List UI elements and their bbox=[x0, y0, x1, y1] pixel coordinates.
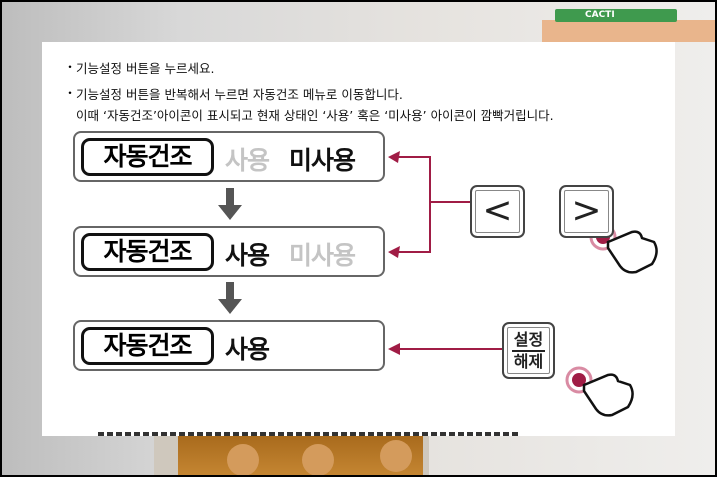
down-arrow-icon bbox=[218, 188, 242, 220]
book: CACTI bbox=[555, 9, 677, 22]
auto-dry-label: 자동건조 bbox=[81, 327, 214, 365]
pillow-pom bbox=[302, 444, 334, 475]
auto-dry-label: 자동건조 bbox=[81, 233, 214, 271]
auto-dry-label: 자동건조 bbox=[81, 138, 214, 176]
option-unused: 미사용 bbox=[289, 146, 356, 175]
connector-arrows bbox=[388, 151, 658, 417]
instruction-line-3: 이때 ‘자동건조’아이콘이 표시되고 현재 상태인 ‘사용’ 혹은 ‘미사용’ … bbox=[76, 108, 554, 123]
instruction-line-2: 기능설정 버튼을 반복해서 누르면 자동건조 메뉴로 이동합니다. bbox=[76, 87, 403, 102]
cropped-text-line bbox=[98, 432, 518, 436]
book-label: CACTI bbox=[585, 10, 615, 20]
option-use: 사용 bbox=[225, 146, 270, 175]
pillow-pom bbox=[380, 440, 412, 472]
option-unused: 미사용 bbox=[289, 241, 356, 270]
pointing-hand-icon bbox=[565, 366, 634, 417]
right-chevron-icon: > bbox=[571, 190, 602, 231]
right-button[interactable]: > bbox=[559, 185, 614, 238]
left-chevron-icon: < bbox=[482, 190, 513, 231]
state-box-unused: 자동건조 사용 미사용 bbox=[73, 131, 385, 182]
instruction-line-1: 기능설정 버튼을 누르세요. bbox=[76, 61, 215, 76]
bullet: ・ bbox=[64, 86, 77, 100]
bullet: ・ bbox=[64, 60, 77, 74]
manual-panel: ・ 기능설정 버튼을 누르세요. ・ 기능설정 버튼을 반복해서 누르면 자동건… bbox=[42, 42, 675, 436]
release-label-top: 설정 bbox=[512, 330, 545, 352]
release-setting-button[interactable]: 설정 해제 bbox=[502, 322, 555, 379]
option-use: 사용 bbox=[225, 241, 270, 270]
down-arrow-icon bbox=[218, 282, 242, 314]
pillow-pom bbox=[227, 444, 259, 475]
release-label-bottom: 해제 bbox=[513, 352, 544, 371]
state-box-use: 자동건조 사용 미사용 bbox=[73, 226, 385, 277]
state-box-set: 자동건조 사용 bbox=[73, 320, 385, 371]
left-button[interactable]: < bbox=[470, 185, 525, 238]
option-use: 사용 bbox=[225, 335, 270, 364]
shelf bbox=[542, 20, 715, 42]
